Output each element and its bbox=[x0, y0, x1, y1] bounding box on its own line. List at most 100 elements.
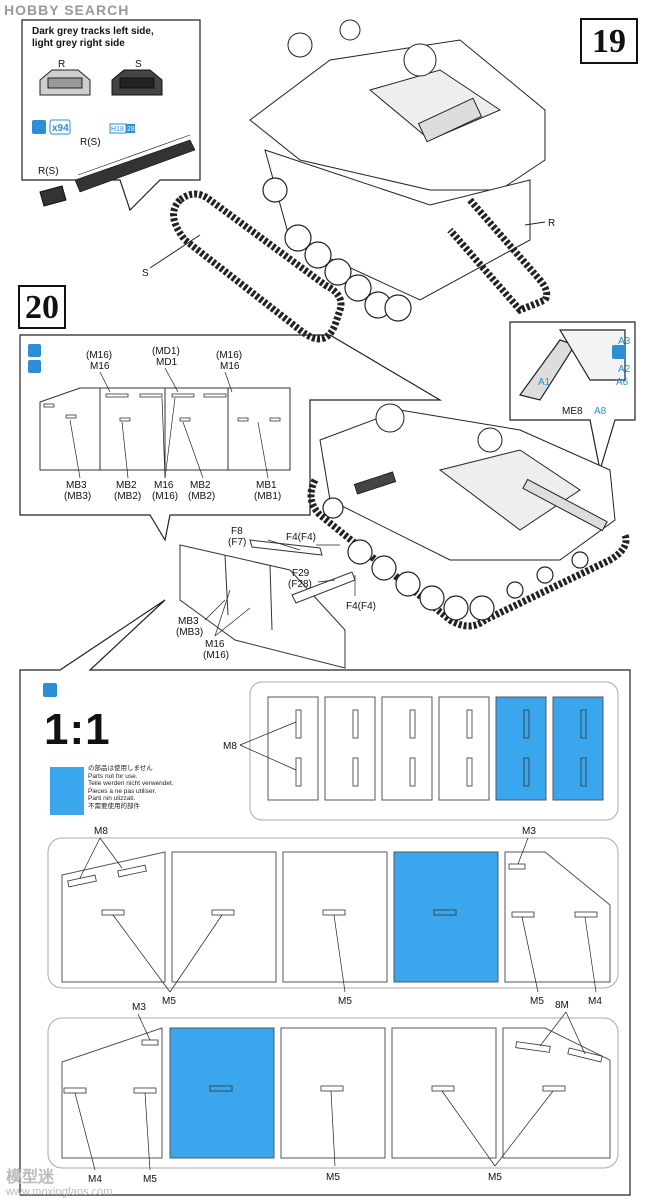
p-bot2b: (MB2) bbox=[114, 491, 141, 502]
p-bot3b: (M16) bbox=[152, 491, 178, 502]
p-bot5: MB1 bbox=[256, 480, 277, 491]
lower-mb3b: (MB3) bbox=[176, 627, 203, 638]
panel-slots bbox=[43, 393, 281, 422]
row2-m3: M3 bbox=[522, 826, 536, 837]
p-top2: (MD1) bbox=[152, 346, 180, 357]
p-bot4b: (MB2) bbox=[188, 491, 215, 502]
single-track-link bbox=[39, 185, 67, 207]
row1-leaders bbox=[239, 721, 297, 771]
step-19-number: 19 bbox=[592, 23, 626, 60]
not-used-notes: の部品は使用しません Parts not for use. Teile werd… bbox=[88, 765, 198, 810]
step-19-note-line2: light grey right side bbox=[32, 38, 125, 49]
bottom-watermark: 模型迷 www.moxingfans.com bbox=[6, 1169, 113, 1199]
inset-a8: A8 bbox=[594, 406, 607, 417]
s-leader bbox=[149, 234, 201, 269]
inset-a1: A1 bbox=[538, 377, 551, 388]
track-link-s bbox=[111, 69, 163, 96]
row2-slots bbox=[67, 863, 598, 918]
step-20-hull bbox=[319, 403, 616, 561]
step-20-callout bbox=[19, 334, 443, 542]
lower-skirt-assembly bbox=[179, 539, 356, 669]
track-link-r bbox=[39, 69, 91, 96]
p-bot1b: (MB3) bbox=[64, 491, 91, 502]
p-top1: (M16) bbox=[86, 350, 112, 361]
lower-f4b: F4(F4) bbox=[346, 601, 376, 612]
note-4: Parti nin ulizzati. bbox=[88, 795, 136, 802]
lower-m16: M16 bbox=[205, 639, 225, 650]
lower-f4a: F4(F4) bbox=[286, 532, 316, 543]
row3-slots bbox=[63, 1039, 603, 1094]
track-s-main-label: S bbox=[142, 268, 149, 279]
inset-me8: ME8 bbox=[562, 406, 583, 417]
note-1: Parts not for use. bbox=[88, 772, 138, 780]
inset-a3: A3 bbox=[618, 336, 631, 347]
row2-panels bbox=[61, 851, 611, 983]
quantity-text: x94 bbox=[52, 123, 69, 134]
row3-m5a: M5 bbox=[143, 1174, 157, 1185]
quantity-icon bbox=[49, 119, 71, 135]
scale-label: 1:1 bbox=[44, 705, 111, 754]
inset-a2: A2 bbox=[618, 364, 631, 375]
row2-m4: M4 bbox=[588, 996, 602, 1007]
row2-m8: M8 bbox=[94, 826, 108, 837]
p-top2b: MD1 bbox=[156, 357, 178, 368]
note-0: の部品は使用しません bbox=[88, 765, 153, 772]
row3-m5b: M5 bbox=[326, 1172, 340, 1183]
template-icon bbox=[43, 683, 57, 697]
step-19-road-wheels bbox=[262, 177, 412, 322]
hobby-search-watermark: HOBBY SEARCH bbox=[4, 2, 130, 18]
lower-mb3: MB3 bbox=[178, 616, 199, 627]
p-top1b: M16 bbox=[90, 361, 110, 372]
template-frame bbox=[19, 599, 631, 1196]
lower-m16b: (M16) bbox=[203, 650, 229, 661]
cement-icon-20a bbox=[28, 344, 41, 357]
lower-f28: (F28) bbox=[288, 579, 312, 590]
row2-m5b: M5 bbox=[338, 996, 352, 1007]
bottom-watermark-site: www.moxingfans.com bbox=[6, 1186, 113, 1198]
not-used-swatch bbox=[50, 767, 84, 815]
note-5: 不需要使用的部件 bbox=[88, 802, 140, 810]
step-20-badge: 20 bbox=[18, 285, 66, 329]
p-bot4: MB2 bbox=[190, 480, 211, 491]
row3-m3: M3 bbox=[132, 1002, 146, 1013]
lower-f8: F8 bbox=[231, 526, 243, 537]
row3-m4: M4 bbox=[88, 1174, 102, 1185]
row3-panels bbox=[61, 1027, 611, 1159]
note-2: Teile werden nicht verwendet. bbox=[88, 780, 174, 787]
track-r-main-label: R bbox=[548, 218, 555, 229]
row2-m5a: M5 bbox=[162, 996, 176, 1007]
step-20-number: 20 bbox=[25, 289, 59, 326]
row1-panels bbox=[267, 696, 604, 801]
p-top3b: M16 bbox=[220, 361, 240, 372]
step-19-badge: 19 bbox=[580, 18, 638, 64]
step-19-note-line1: Dark grey tracks left side, bbox=[32, 26, 154, 37]
p-bot1: MB3 bbox=[66, 480, 87, 491]
track-run-callout bbox=[74, 134, 196, 193]
cement-icon bbox=[32, 120, 46, 134]
lower-leaders bbox=[204, 539, 356, 637]
lower-f7: (F7) bbox=[228, 537, 246, 548]
inset-a6: A6 bbox=[616, 377, 629, 388]
r-leader bbox=[524, 221, 546, 226]
h18-text: H18 bbox=[111, 126, 124, 133]
row1-slots bbox=[295, 709, 587, 787]
row1-m8: M8 bbox=[223, 741, 237, 752]
part-rs-label-1: R(S) bbox=[80, 137, 101, 148]
step-20-track bbox=[307, 478, 630, 630]
inset-icon bbox=[612, 345, 626, 359]
p-bot2: MB2 bbox=[116, 480, 137, 491]
bottom-watermark-cn: 模型迷 bbox=[6, 1169, 55, 1186]
step-19-track-callout bbox=[21, 19, 201, 212]
p-bot3: M16 bbox=[154, 480, 174, 491]
track-r-on-hull bbox=[447, 197, 551, 315]
row3-m5c: M5 bbox=[488, 1172, 502, 1183]
track-loop-s bbox=[170, 190, 345, 343]
track-s-label: S bbox=[135, 59, 142, 70]
lower-f29: F29 bbox=[292, 568, 310, 579]
part28-text: 28 bbox=[127, 126, 135, 133]
p-top3: (M16) bbox=[216, 350, 242, 361]
panel-leaders bbox=[69, 367, 269, 479]
p-bot5b: (MB1) bbox=[254, 491, 281, 502]
cement-icon-20b bbox=[28, 360, 41, 373]
